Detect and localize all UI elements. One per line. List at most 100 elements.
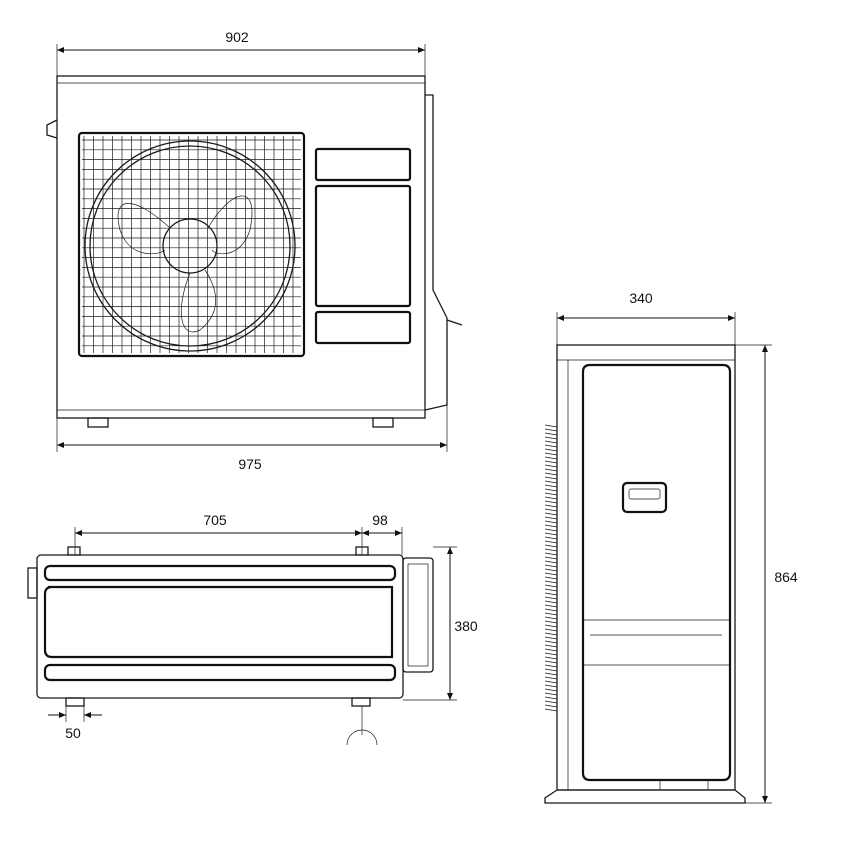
fin bbox=[544, 448, 558, 452]
fin bbox=[544, 492, 558, 496]
fin bbox=[544, 432, 558, 436]
fin bbox=[544, 696, 558, 700]
fin bbox=[544, 560, 558, 564]
side-handle bbox=[621, 481, 668, 514]
fin bbox=[544, 556, 558, 560]
fin bbox=[544, 540, 558, 544]
fin bbox=[544, 648, 558, 652]
side-cover-inner bbox=[407, 563, 429, 667]
fin bbox=[544, 476, 558, 480]
side-handle bbox=[46, 119, 58, 139]
fin bbox=[544, 640, 558, 644]
fin bbox=[544, 708, 558, 712]
fin bbox=[544, 580, 558, 584]
dimension-label-705: 705 bbox=[203, 512, 227, 528]
fin bbox=[544, 652, 558, 656]
fin bbox=[544, 552, 558, 556]
fan-shroud-inner bbox=[89, 145, 291, 347]
bottom-slot-bottom bbox=[43, 663, 397, 682]
side-cover bbox=[402, 557, 434, 673]
dimension-label-50: 50 bbox=[65, 725, 81, 741]
fin bbox=[544, 644, 558, 648]
bottom-slot-top bbox=[43, 564, 397, 582]
handle bbox=[27, 567, 38, 599]
fin bbox=[544, 504, 558, 508]
fin bbox=[544, 636, 558, 640]
fin bbox=[544, 516, 558, 520]
dimension-label-98: 98 bbox=[372, 512, 388, 528]
fin bbox=[544, 688, 558, 692]
fin bbox=[544, 672, 558, 676]
fan-grille bbox=[77, 131, 306, 358]
fin bbox=[544, 572, 558, 576]
fan-blade bbox=[207, 195, 253, 255]
fin bbox=[544, 512, 558, 516]
fin bbox=[544, 596, 558, 600]
fin bbox=[544, 680, 558, 684]
bottom-casing bbox=[36, 554, 404, 699]
fin bbox=[544, 700, 558, 704]
fin bbox=[544, 692, 558, 696]
fin bbox=[544, 676, 558, 680]
fin bbox=[544, 624, 558, 628]
fin bbox=[544, 440, 558, 444]
heat-exchanger-fins bbox=[544, 424, 558, 712]
fin bbox=[544, 452, 558, 456]
fin bbox=[544, 684, 558, 688]
fin bbox=[544, 480, 558, 484]
bottom-opening bbox=[43, 585, 394, 659]
fan-blade bbox=[117, 203, 171, 255]
fin bbox=[544, 464, 558, 468]
fin bbox=[544, 444, 558, 448]
grille-bars bbox=[82, 136, 301, 353]
fin bbox=[544, 508, 558, 512]
fin bbox=[544, 456, 558, 460]
fin bbox=[544, 436, 558, 440]
fin bbox=[544, 668, 558, 672]
front-panel-bottom bbox=[314, 310, 412, 345]
fin bbox=[544, 528, 558, 532]
fin bbox=[544, 604, 558, 608]
fin bbox=[544, 620, 558, 624]
fan-shroud bbox=[84, 140, 296, 352]
side-view: 340 864 bbox=[544, 290, 798, 804]
side-base bbox=[544, 789, 746, 804]
fin bbox=[544, 496, 558, 500]
fin bbox=[544, 664, 558, 668]
fin bbox=[544, 588, 558, 592]
fin bbox=[544, 520, 558, 524]
fin bbox=[544, 660, 558, 664]
fin bbox=[544, 616, 558, 620]
side-panel bbox=[581, 363, 732, 782]
drain-symbol bbox=[346, 706, 378, 746]
fin bbox=[544, 608, 558, 612]
foot-right bbox=[372, 417, 394, 428]
fin bbox=[544, 704, 558, 708]
fin bbox=[544, 460, 558, 464]
fin bbox=[544, 484, 558, 488]
fin bbox=[544, 524, 558, 528]
fan-blade bbox=[180, 269, 217, 333]
fin bbox=[544, 612, 558, 616]
fin bbox=[544, 600, 558, 604]
fin bbox=[544, 592, 558, 596]
foot-right bbox=[351, 697, 371, 707]
fin bbox=[544, 584, 558, 588]
fin bbox=[544, 536, 558, 540]
fin bbox=[544, 568, 558, 572]
dimension-label-902: 902 bbox=[225, 29, 249, 45]
bottom-view: 705 98 380 50 bbox=[27, 512, 478, 746]
cable bbox=[446, 319, 463, 326]
front-panel-middle bbox=[314, 184, 412, 308]
fin bbox=[544, 500, 558, 504]
fin bbox=[544, 628, 558, 632]
fin bbox=[544, 428, 558, 432]
mount-left bbox=[67, 546, 81, 556]
fin bbox=[544, 468, 558, 472]
fin bbox=[544, 472, 558, 476]
foot-left bbox=[65, 697, 85, 707]
fin bbox=[544, 564, 558, 568]
fin bbox=[544, 532, 558, 536]
